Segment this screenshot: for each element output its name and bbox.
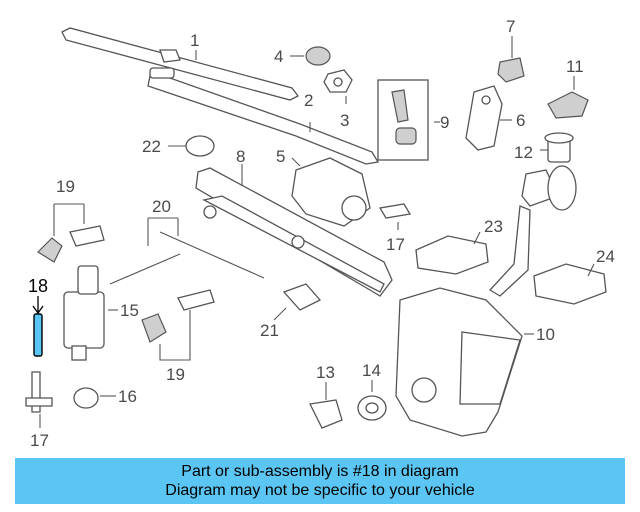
callout-24: 24 [596,247,615,266]
callout-16: 16 [118,387,137,406]
sensor-13-part [309,399,343,429]
nozzle-cover-23 [415,235,489,275]
callout-1: 1 [190,31,199,50]
cap-part [305,46,331,66]
washer-hose-part [109,231,265,285]
callout-20: 20 [152,197,171,216]
info-banner: Part or sub-assembly is #18 in diagram D… [15,458,625,504]
wiper-blade-part [61,27,299,101]
filler-neck-part [488,165,577,297]
callout-15: 15 [120,301,139,320]
banner-line-disclaimer: Diagram may not be specific to your vehi… [165,482,475,499]
washer-nozzle-19b [141,289,215,343]
mount-part [547,91,589,119]
callout-7: 7 [506,17,515,36]
callout-3: 3 [340,111,349,130]
wiper-arm-part [147,67,380,165]
callout-5: 5 [276,147,285,166]
leader-lines [39,36,595,428]
wiper-linkage-part [195,167,393,297]
callout-4: 4 [274,47,283,66]
callout-8: 8 [236,147,245,166]
callout-18: 18 [28,276,48,296]
grommet-14-part [357,395,387,421]
grommet-22-part [185,135,215,157]
wiper-motor-part [291,157,371,227]
callout-22: 22 [142,137,161,156]
callout-17-top: 17 [386,235,405,254]
callout-19-top: 19 [56,177,75,196]
callout-11: 11 [566,57,584,76]
banner-line-part-number: Part or sub-assembly is #18 in diagram [181,463,459,480]
bracket-part [465,85,503,151]
connector-17a-part [378,203,412,219]
bracket-kit-box [377,79,429,161]
washer-nozzle-19a [37,225,105,263]
grommet-16-part [73,387,99,409]
connector-17b-part [25,371,53,413]
callout-6: 6 [516,111,525,130]
nozzle-cover-24 [533,263,607,305]
washer-pump-part [63,265,105,361]
callout-13: 13 [316,363,335,382]
callout-14: 14 [362,361,381,380]
nut-part [323,69,353,93]
callout-10: 10 [536,325,555,344]
callout-23: 23 [484,217,503,236]
callout-19-bottom: 19 [166,365,185,384]
y-connector-part [282,283,322,311]
callout-2: 2 [304,91,313,110]
callout-21: 21 [260,321,279,340]
callout-12: 12 [514,143,533,162]
callout-9: 9 [440,113,449,132]
washer-reservoir-part [395,287,523,437]
callout-17-bottom: 17 [30,431,49,450]
pump-seal-part [544,132,574,163]
grommet-part [497,57,525,83]
highlighted-part-18 [32,296,44,357]
